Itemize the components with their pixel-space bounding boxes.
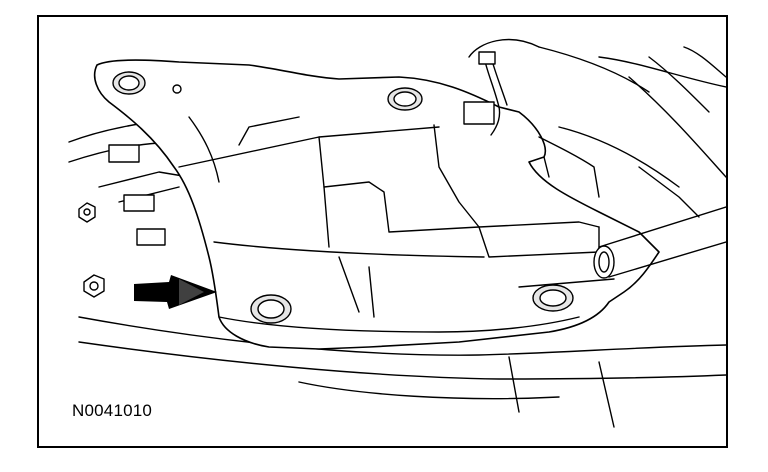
left-fasteners (78, 144, 166, 298)
shield-bolt-lower-left (250, 294, 292, 324)
shield-bolt-upper-center (387, 87, 423, 111)
engine-underside-drawing (68, 39, 726, 428)
shield-bolt-lower-right (532, 284, 574, 312)
shield-contours (178, 116, 615, 333)
sensor-harness (463, 51, 508, 136)
splash-shield (93, 59, 660, 350)
illustration-frame: N0041010 (37, 15, 728, 448)
arrow-icon (134, 275, 217, 309)
figure-code: N0041010 (72, 401, 153, 420)
exhaust-pipe (593, 206, 726, 279)
shield-bolt-upper-left (112, 71, 182, 95)
background-structure (68, 39, 726, 428)
